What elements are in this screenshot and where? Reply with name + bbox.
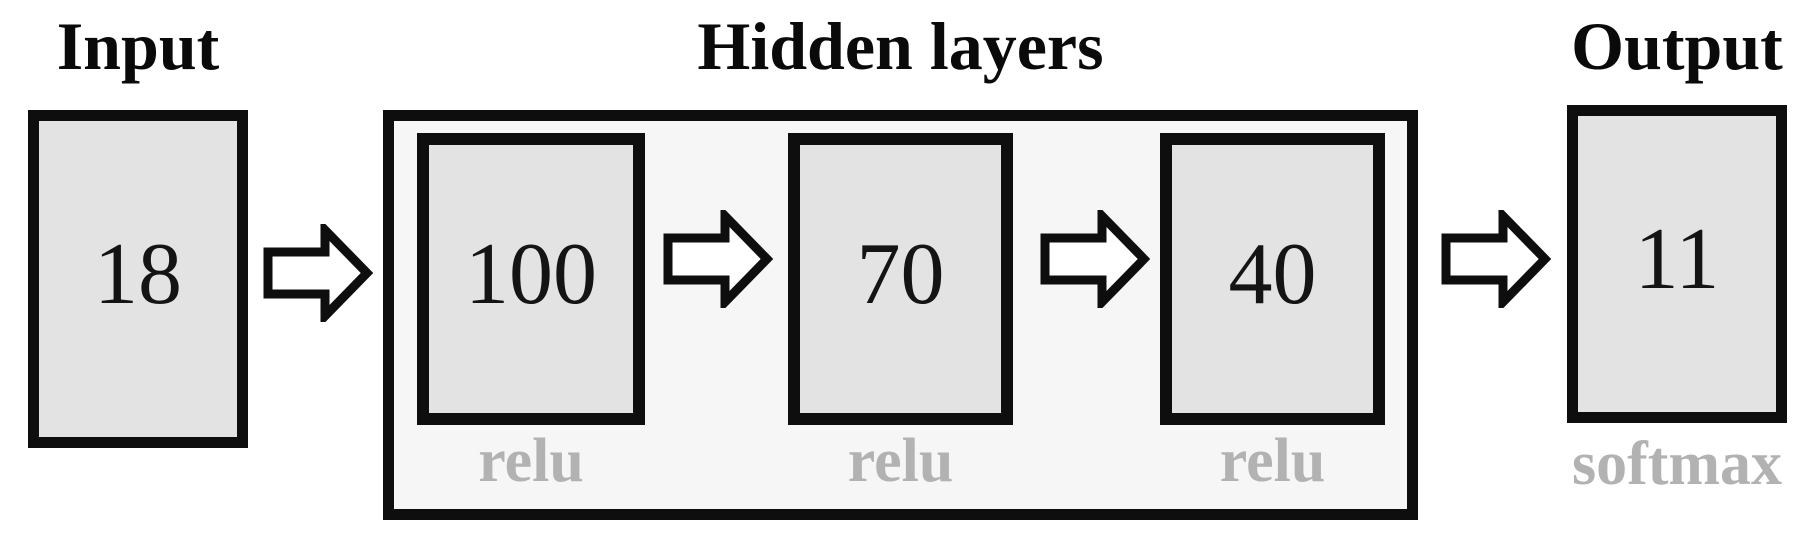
activation-label: relu bbox=[478, 427, 584, 495]
hidden-layer-box: 40 bbox=[1160, 133, 1385, 425]
output-units: 11 bbox=[1634, 211, 1720, 308]
output-title: Output bbox=[1571, 8, 1783, 84]
arrow-right-icon bbox=[1040, 210, 1150, 308]
hidden-layer-units: 100 bbox=[465, 226, 597, 323]
activation-label: relu bbox=[847, 427, 954, 495]
arrow-right-icon bbox=[263, 224, 373, 322]
activation-label: relu bbox=[1219, 427, 1326, 495]
output-activation-label: softmax bbox=[1571, 430, 1783, 498]
output-box: 11 bbox=[1567, 105, 1787, 423]
input-title: Input bbox=[56, 8, 220, 84]
hidden-layer-box: 70 bbox=[788, 133, 1013, 425]
hidden-layer-units: 70 bbox=[856, 226, 945, 323]
input-units: 18 bbox=[94, 226, 182, 323]
hidden-layer-units: 40 bbox=[1228, 226, 1317, 323]
arrow-right-icon bbox=[663, 210, 773, 308]
hidden-layers-title: Hidden layers bbox=[697, 8, 1104, 84]
hidden-layer-box: 100 bbox=[417, 133, 645, 425]
input-box: 18 bbox=[28, 110, 248, 448]
arrow-right-icon bbox=[1441, 210, 1551, 308]
